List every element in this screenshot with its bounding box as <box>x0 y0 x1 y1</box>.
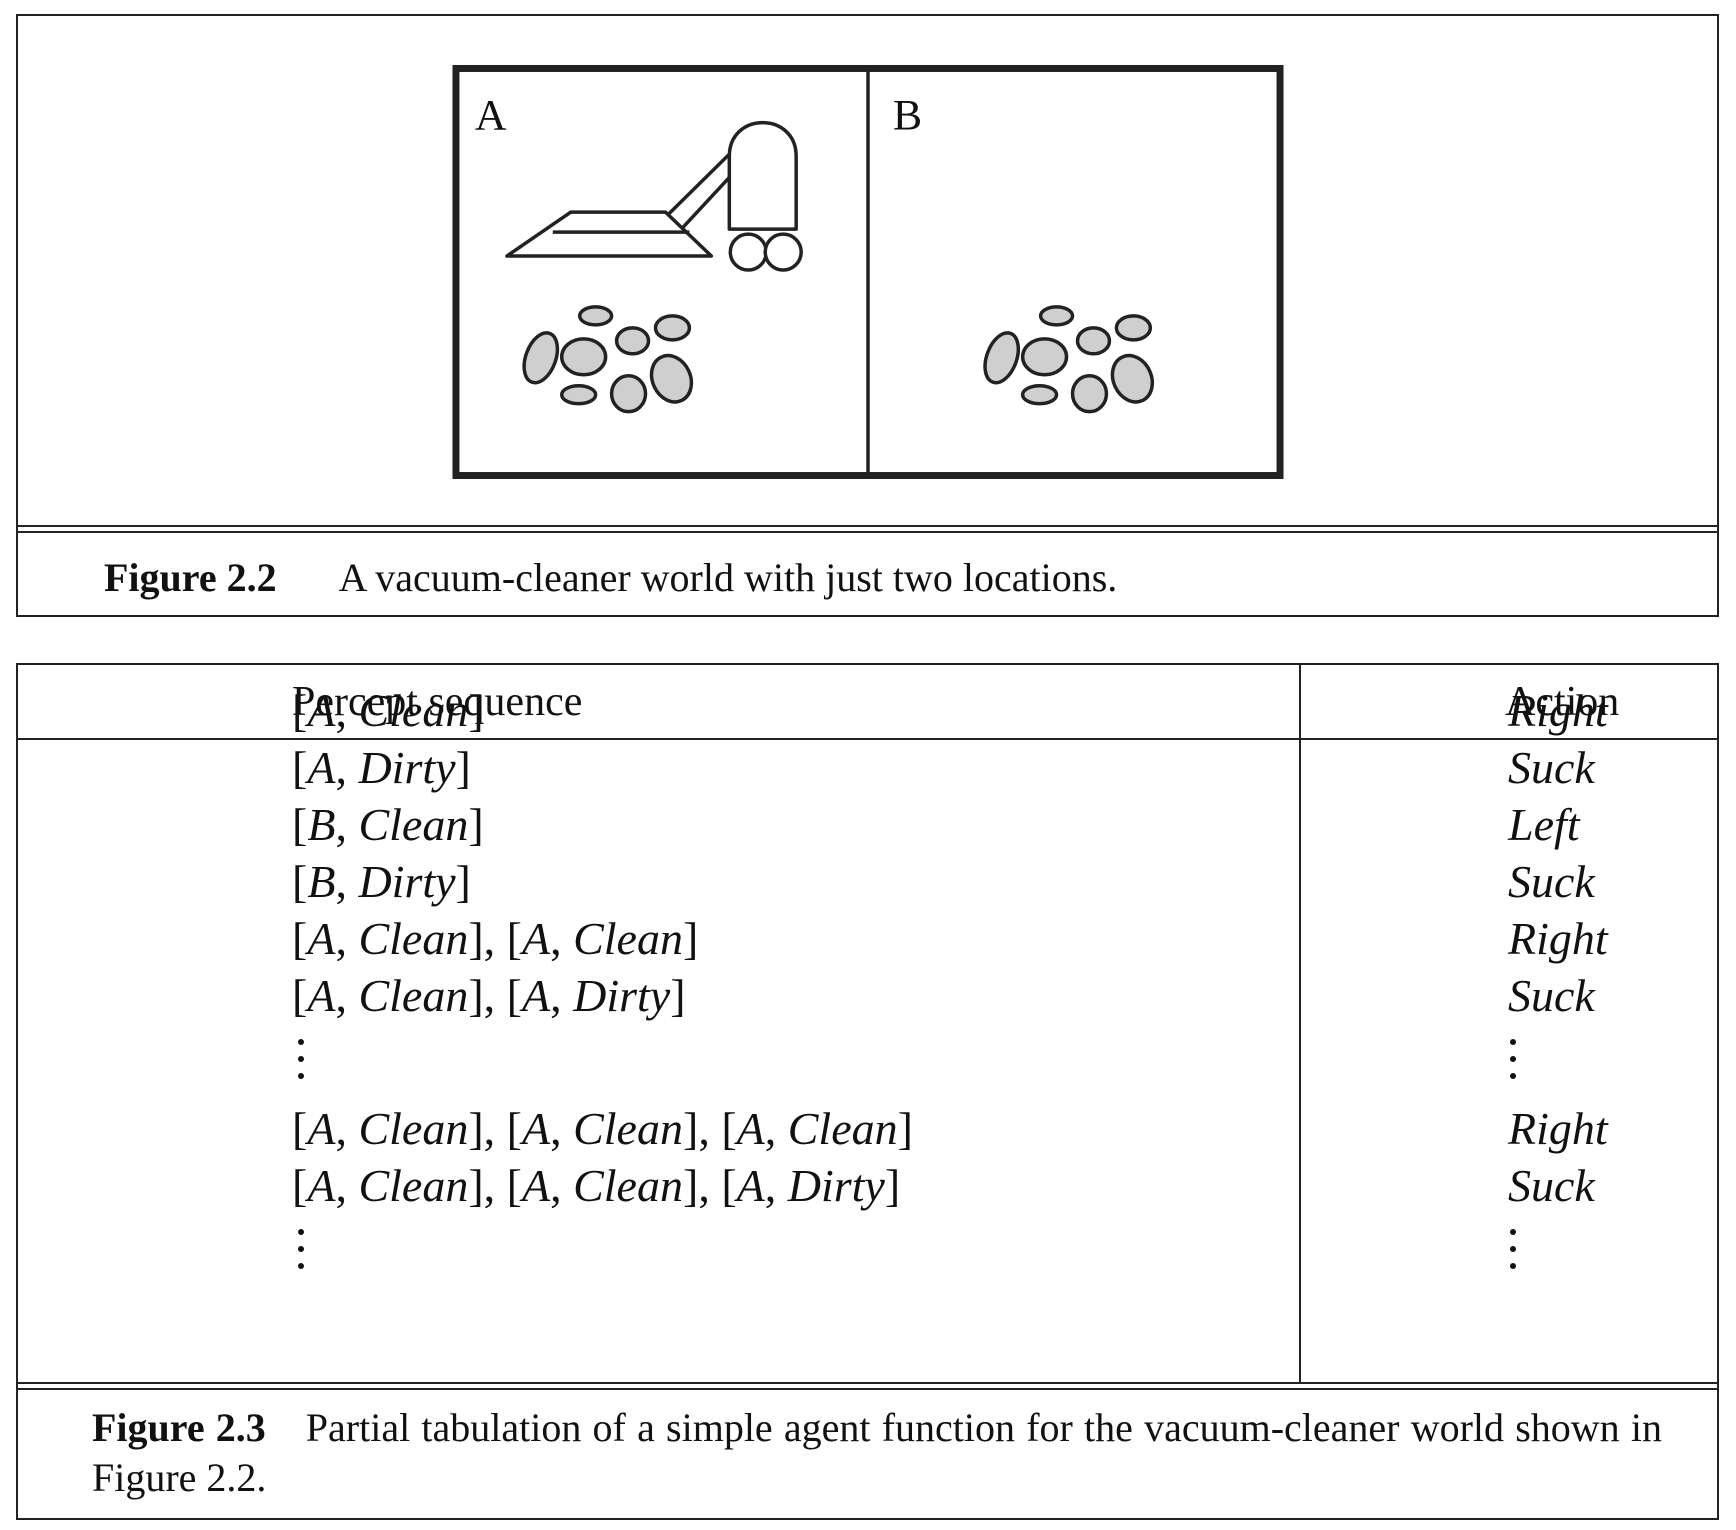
percept-cell: [A, Clean], [A, Dirty] <box>292 970 686 1021</box>
room-b-label: B <box>893 91 922 139</box>
action-cell: Right <box>1508 685 1608 736</box>
caption-divider <box>18 525 1717 533</box>
percept-cell: [A, Clean], [A, Clean] <box>292 913 699 964</box>
percept-cell: [B, Dirty] <box>292 856 471 907</box>
figure-label: Figure 2.2 <box>104 555 277 600</box>
action-cell: Suck <box>1508 1160 1595 1211</box>
action-cell: Suck <box>1508 856 1595 907</box>
caption-divider <box>18 1382 1717 1390</box>
figure-2-2: A B <box>16 14 1719 617</box>
action-cell: Suck <box>1508 742 1595 793</box>
action-cell: Suck <box>1508 970 1595 1021</box>
percept-sequence-header: Percept sequence <box>292 679 583 725</box>
percept-cell: [A, Clean], [A, Clean], [A, Clean] <box>292 1103 913 1154</box>
figure-2-2-caption: Figure 2.2 A vacuum-cleaner world with ju… <box>104 554 1117 602</box>
header-divider <box>18 738 1717 740</box>
figure-2-3: Percept sequence Action [A, Clean] Right [… <box>16 663 1719 1520</box>
percept-cell: [A, Clean] <box>292 685 484 736</box>
percept-cell: [B, Clean] <box>292 799 484 850</box>
dirt-pile-a-icon <box>522 305 694 414</box>
action-cell: Right <box>1508 913 1608 964</box>
percept-ellipsis <box>298 1039 306 1090</box>
caption-text: A vacuum-cleaner world with just two loc… <box>338 555 1118 600</box>
action-cell: Left <box>1508 799 1580 850</box>
column-divider <box>1299 665 1301 1382</box>
action-cell: Right <box>1508 1103 1608 1154</box>
percept-cell: [A, Dirty] <box>292 742 471 793</box>
vacuum-cleaner-icon <box>505 121 803 272</box>
caption-text: Partial tabulation of a simple agent fun… <box>92 1405 1662 1500</box>
room-a-label: A <box>475 91 507 139</box>
dirt-pile-b-icon <box>983 305 1155 414</box>
action-ellipsis <box>1510 1229 1518 1280</box>
action-header: Action <box>1505 679 1620 725</box>
figure-label: Figure 2.3 <box>92 1405 266 1450</box>
vacuum-world-illustration: A B <box>452 64 1284 480</box>
percept-cell: [A, Clean], [A, Clean], [A, Dirty] <box>292 1160 901 1211</box>
percept-ellipsis <box>298 1229 306 1280</box>
action-ellipsis <box>1510 1039 1518 1090</box>
